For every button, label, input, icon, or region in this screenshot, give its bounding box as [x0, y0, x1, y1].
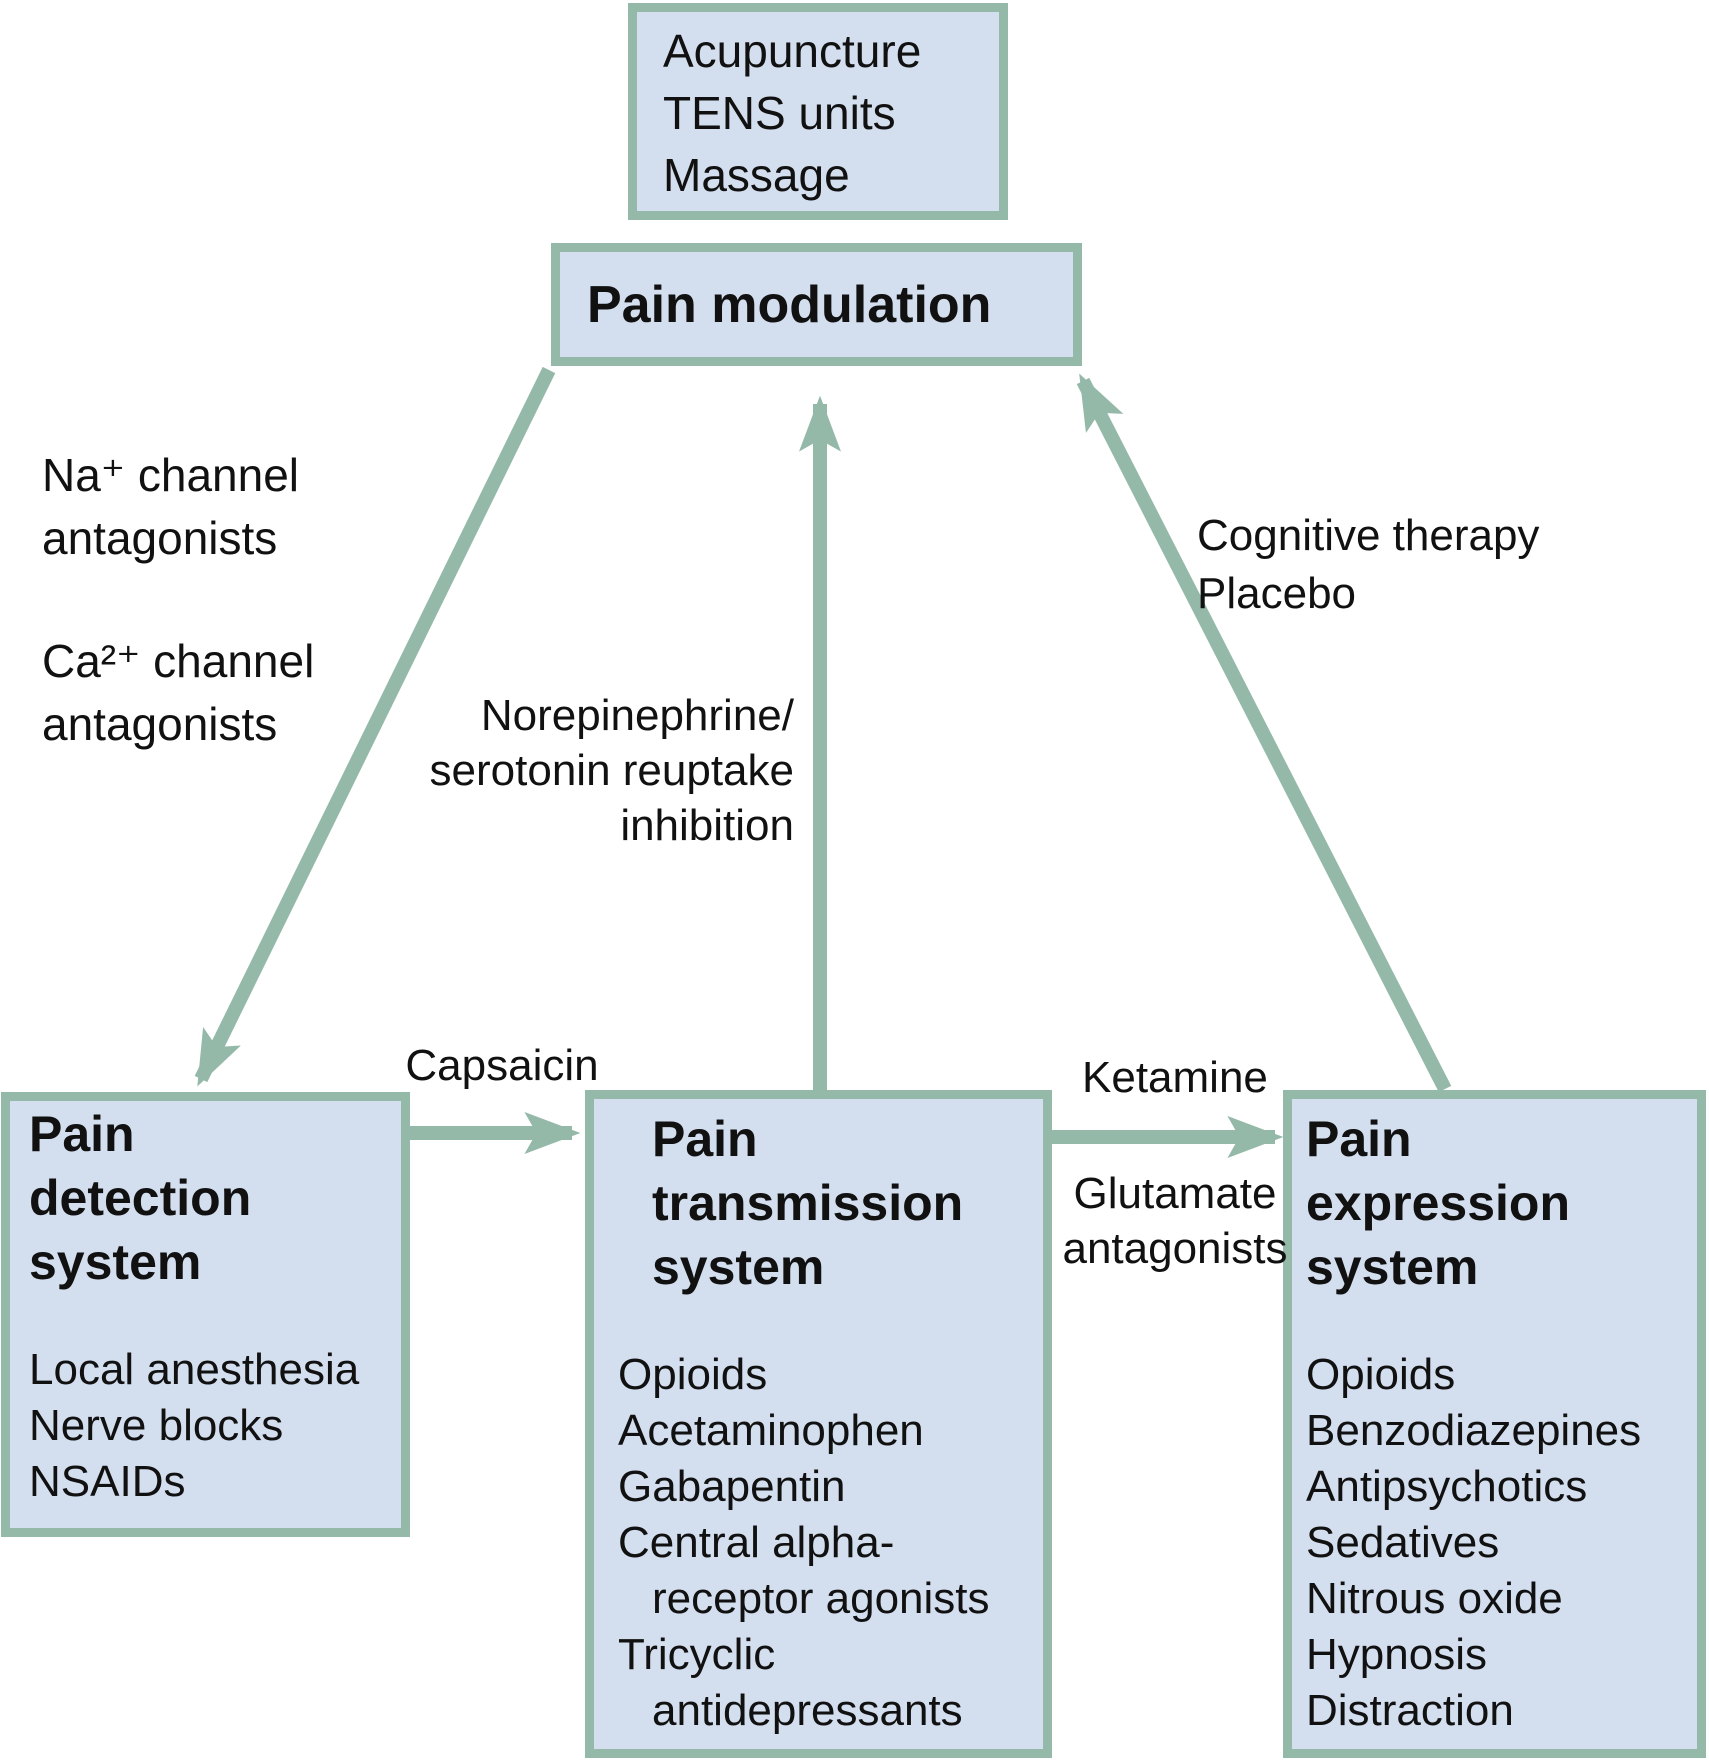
arrow-expression-to-modulation — [1076, 373, 1452, 1093]
therapy-line: Massage — [663, 149, 850, 201]
pain-expression-title: Pain expression system — [1306, 1107, 1697, 1299]
list-item: Benzodiazepines — [1306, 1406, 1642, 1455]
pain-transmission-treatments: Opioids Acetaminophen Gabapentin Central… — [618, 1347, 1043, 1739]
list-item: Hypnosis — [1306, 1630, 1487, 1679]
list-item: Tricyclic — [618, 1630, 776, 1679]
therapy-line: Acupuncture — [663, 25, 922, 77]
list-item: Sedatives — [1306, 1518, 1500, 1567]
label-line: Ca²⁺ channel — [42, 635, 315, 687]
label-line: Placebo — [1197, 569, 1357, 618]
arrow-modulation-to-detection — [194, 366, 556, 1087]
pain-transmission-box: Pain transmission system Opioids Acetami… — [585, 1090, 1052, 1758]
list-item: Nitrous oxide — [1306, 1574, 1563, 1623]
list-item: Opioids — [618, 1350, 768, 1399]
list-item: Distraction — [1306, 1686, 1514, 1735]
title-line: Pain — [1306, 1111, 1412, 1167]
pain-expression-box: Pain expression system Opioids Benzodiaz… — [1283, 1090, 1706, 1758]
title-line: system — [652, 1239, 825, 1295]
label-line: Norepinephrine/ — [480, 691, 794, 740]
title-line: system — [1306, 1239, 1479, 1295]
pain-modulation-title: Pain modulation — [587, 275, 992, 334]
ketamine-label: Ketamine — [1082, 1049, 1268, 1106]
glutamate-antagonists-label: Glutamate antagonists — [1059, 1166, 1291, 1276]
cognitive-therapy-placebo-label: Cognitive therapy Placebo — [1197, 507, 1539, 623]
label-line: antagonists — [42, 512, 278, 564]
label-line: Na⁺ channel — [42, 449, 299, 501]
list-item-continuation: antidepressants — [652, 1686, 963, 1735]
title-line: expression — [1306, 1175, 1571, 1231]
list-item: NSAIDs — [29, 1457, 186, 1506]
pain-expression-treatments: Opioids Benzodiazepines Antipsychotics S… — [1306, 1347, 1697, 1739]
label-line: Capsaicin — [405, 1041, 599, 1090]
complementary-therapies-box: Acupuncture TENS units Massage — [628, 3, 1008, 220]
list-item: Local anesthesia — [29, 1345, 360, 1394]
norepinephrine-serotonin-label: Norepinephrine/ serotonin reuptake inhib… — [350, 688, 794, 853]
title-line: system — [29, 1234, 202, 1290]
title-line: transmission — [652, 1175, 964, 1231]
label-line: Glutamate — [1073, 1169, 1277, 1218]
label-line: antagonists — [1062, 1224, 1288, 1273]
na-channel-antagonists-label: Na⁺ channel antagonists — [42, 444, 299, 570]
list-item: Opioids — [1306, 1350, 1456, 1399]
pain-detection-treatments: Local anesthesia Nerve blocks NSAIDs — [29, 1342, 401, 1510]
label-line: inhibition — [620, 801, 794, 850]
pain-detection-box: Pain detection system Local anesthesia N… — [1, 1092, 410, 1537]
list-item: Central alpha- — [618, 1518, 895, 1567]
pain-modulation-box: Pain modulation — [551, 243, 1082, 366]
list-item: Antipsychotics — [1306, 1462, 1588, 1511]
list-item: Acetaminophen — [618, 1406, 924, 1455]
list-item-continuation: receptor agonists — [652, 1574, 990, 1623]
list-item: Gabapentin — [618, 1462, 846, 1511]
label-line: Ketamine — [1082, 1053, 1268, 1102]
therapy-line: TENS units — [663, 87, 896, 139]
ca-channel-antagonists-label: Ca²⁺ channel antagonists — [42, 630, 314, 756]
pain-detection-title: Pain detection system — [29, 1102, 401, 1294]
label-line: antagonists — [42, 698, 278, 750]
list-item: Nerve blocks — [29, 1401, 284, 1450]
label-line: Cognitive therapy — [1197, 511, 1540, 560]
capsaicin-label: Capsaicin — [380, 1037, 624, 1094]
title-line: Pain — [652, 1111, 758, 1167]
title-line: detection — [29, 1170, 252, 1226]
title-line: Pain — [29, 1106, 135, 1162]
label-line: serotonin reuptake — [429, 746, 794, 795]
pain-transmission-title: Pain transmission system — [652, 1107, 1043, 1299]
